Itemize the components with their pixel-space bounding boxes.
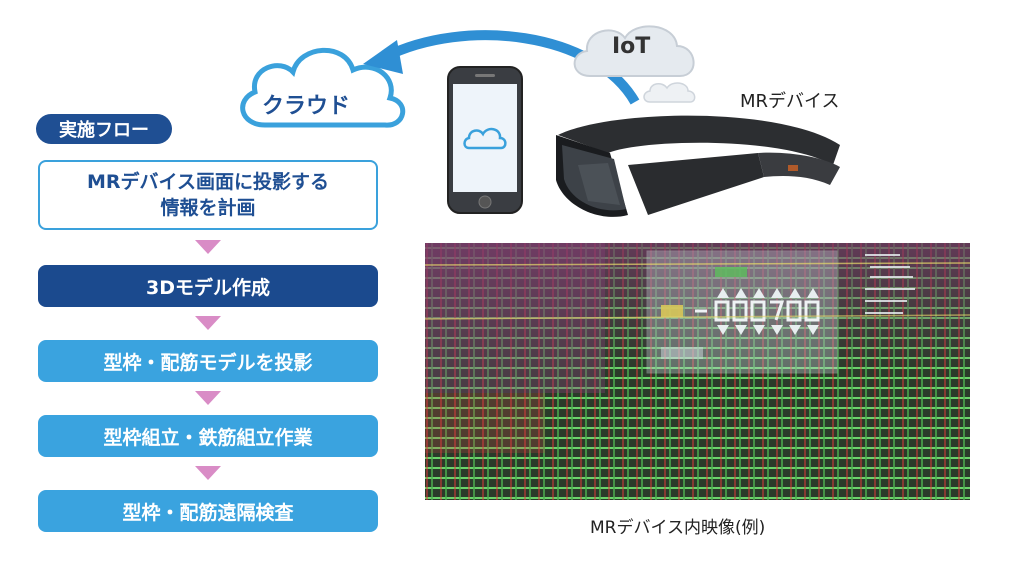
flow-title: 実施フロー xyxy=(36,114,172,144)
flow-step-inspection: 型枠・配筋遠隔検査 xyxy=(38,490,378,532)
device-label: MRデバイス xyxy=(740,91,840,112)
smartphone-icon xyxy=(447,66,523,214)
mr-headset-icon xyxy=(556,115,840,217)
iot-to-cloud-arrow xyxy=(363,30,640,105)
flow-arrow-4 xyxy=(195,466,221,480)
mr-view-caption: MRデバイス内映像(例) xyxy=(590,518,766,538)
iot-cloud-icon xyxy=(573,25,695,77)
flow-arrow-1 xyxy=(195,240,221,254)
flow-step-3d-model: 3Dモデル作成 xyxy=(38,265,378,307)
flow-step-plan: MRデバイス画面に投影する 情報を計画 xyxy=(38,160,378,230)
flow-arrow-2 xyxy=(195,316,221,330)
flow-step-project: 型枠・配筋モデルを投影 xyxy=(38,340,378,382)
iot-label: IoT xyxy=(612,34,651,59)
cloud-label: クラウド xyxy=(262,94,351,119)
mr-view-image xyxy=(425,243,970,500)
mr-device-view xyxy=(425,243,970,500)
flow-step-assembly: 型枠組立・鉄筋組立作業 xyxy=(38,415,378,457)
cloud-icon xyxy=(240,47,406,128)
flow-arrow-3 xyxy=(195,391,221,405)
small-cloud-icon xyxy=(643,82,696,103)
